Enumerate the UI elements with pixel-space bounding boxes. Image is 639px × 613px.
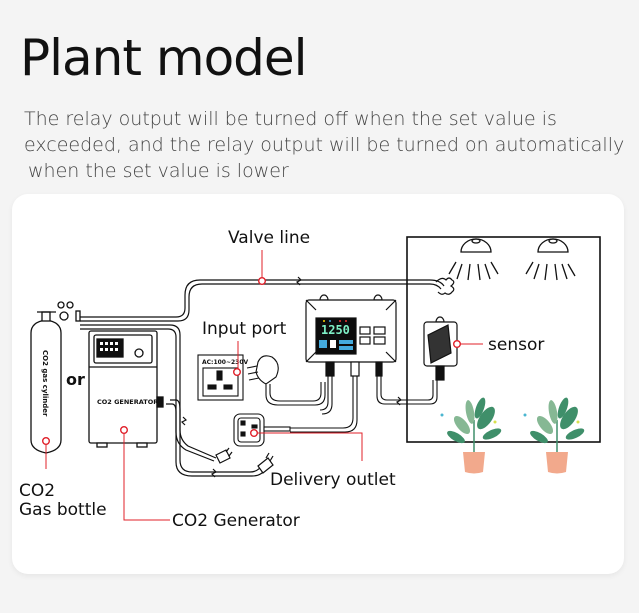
generator-label: CO2 Generator bbox=[172, 511, 300, 531]
valve-line-callout bbox=[258, 250, 267, 286]
gas-bottle-label-line1: CO2 bbox=[19, 481, 55, 501]
co2-controller-icon bbox=[305, 294, 397, 377]
description-line: The relay output will be turned off when… bbox=[24, 108, 557, 130]
controller-indicators bbox=[319, 320, 353, 350]
valve-line-tube bbox=[80, 277, 455, 322]
valve-line-label: Valve line bbox=[228, 228, 310, 248]
grow-lamp-icon bbox=[448, 238, 499, 281]
tube-connector-icon bbox=[257, 452, 274, 474]
grow-lamp-icon bbox=[525, 238, 576, 281]
co2-cylinder-icon bbox=[30, 301, 81, 454]
sensor-label: sensor bbox=[488, 335, 544, 355]
delivery-outlet-icon bbox=[233, 413, 291, 447]
co2-sensor-icon bbox=[423, 316, 458, 381]
potted-plant-icon bbox=[440, 397, 502, 474]
description: The relay output will be turned off when… bbox=[24, 106, 634, 184]
sensor-callout bbox=[453, 340, 483, 349]
grow-room-box bbox=[406, 236, 601, 443]
description-line: exceeded, and the relay output will be t… bbox=[24, 134, 625, 156]
controller-reading: 1250 bbox=[321, 323, 350, 337]
generator-text: CO2 GENERATOR bbox=[97, 398, 158, 406]
cylinder-text: CO2 gas cylinder bbox=[41, 350, 49, 417]
gas-bottle-label-line2: Gas bottle bbox=[19, 500, 107, 520]
page-title: Plant model bbox=[20, 29, 308, 87]
input-port-callout bbox=[232, 341, 241, 377]
potted-plant-icon bbox=[523, 397, 585, 474]
power-plug-icon bbox=[246, 355, 326, 406]
socket-rating: AC:100~230V bbox=[202, 359, 249, 366]
input-port-label: Input port bbox=[202, 319, 287, 339]
generator-display-icon bbox=[100, 342, 118, 351]
generator-tube bbox=[80, 324, 267, 477]
wall-socket-icon bbox=[197, 354, 244, 401]
gas-bottle-callout bbox=[42, 437, 51, 469]
or-label: or bbox=[66, 370, 85, 389]
controller-cables bbox=[290, 376, 438, 433]
co2-generator-icon bbox=[88, 330, 164, 448]
delivery-outlet-label: Delivery outlet bbox=[270, 470, 396, 490]
generator-callout bbox=[119, 426, 170, 521]
description-line: when the set value is lower bbox=[28, 160, 289, 182]
tube-connector-icon bbox=[215, 447, 233, 464]
delivery-outlet-callout bbox=[249, 429, 363, 461]
